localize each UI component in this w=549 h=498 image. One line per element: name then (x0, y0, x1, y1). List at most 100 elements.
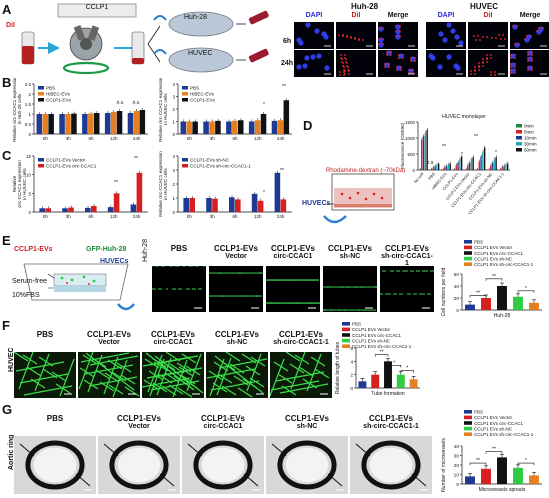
bar (189, 198, 195, 212)
micrograph-a (468, 50, 508, 77)
micrograph-a (294, 22, 334, 49)
aortic-image (350, 436, 432, 494)
x-tick-label: 12h (110, 136, 118, 141)
y-tick-label: 2 (172, 107, 175, 112)
bar (447, 164, 450, 170)
panel-letter-b: B (2, 75, 12, 90)
image-title-line1: CCLP1-EVs (214, 330, 259, 339)
significance-label: ** (492, 447, 496, 453)
image-title-line2: sh-circ-CCAC1-1 (381, 253, 433, 267)
significance-label: ** (380, 350, 384, 356)
bar (459, 159, 461, 170)
y-tick-label: 40 (454, 284, 460, 290)
y-tick-label: 1 (172, 196, 175, 201)
y-axis-label: Fluorescence (OD590) (400, 122, 405, 169)
bar (136, 172, 143, 212)
significance-label: * (406, 366, 408, 372)
y-tick-label: 0 (28, 210, 31, 215)
significance-label: n.s (427, 160, 434, 166)
significance-label: ** (134, 156, 138, 162)
x-tick-label: 3h (66, 136, 72, 141)
row-label-e: Huh-28 (142, 239, 149, 262)
bar (436, 165, 438, 170)
image-title-line2: Vector (98, 339, 120, 346)
y-tick-label: 1 (172, 120, 175, 125)
significance-label: * (263, 102, 265, 108)
legend-swatch (516, 124, 522, 128)
x-axis-label: Huh-28 (494, 313, 511, 319)
bar (493, 159, 496, 170)
bar (271, 120, 278, 134)
y-axis-label: Relative circ-CCAC1 expression (12, 78, 17, 142)
y-tick-label: 0 (412, 168, 415, 173)
image-title-line2: sh-circ-CCAC1-1 (363, 423, 419, 430)
bar (422, 136, 425, 170)
bar (468, 162, 471, 170)
x-tick-label: 3h (210, 214, 216, 219)
significance-label: ** (282, 84, 286, 90)
x-tick-label: 6h (88, 214, 94, 219)
col-label-3: DAPI (437, 12, 455, 19)
image-title-line2: Vector (128, 423, 150, 430)
legend-label: 30min (524, 142, 537, 147)
y-tick-label: 10 (454, 473, 460, 479)
x-tick-label: 24h (133, 136, 141, 141)
bar (478, 161, 480, 170)
bar (235, 199, 241, 212)
migration-image (323, 266, 377, 312)
bar (472, 157, 474, 170)
bar (455, 165, 457, 170)
bar (116, 111, 123, 134)
legend-label: CCLP1 EVs circ-CCAC1 (474, 251, 524, 256)
y-tick-label: 40 (454, 444, 460, 450)
col-label-4: DiI (483, 12, 493, 19)
image-title-line2: Vector (225, 253, 247, 260)
legend-label: CCLP1 EVs sh-circ-CCAC1-1 (352, 344, 412, 349)
bar (490, 165, 492, 170)
significance-label: * (495, 150, 497, 156)
bar (460, 156, 463, 170)
bar (254, 120, 261, 134)
row-label-6h: 6h (283, 38, 292, 45)
bar (465, 476, 475, 484)
legend-swatch (182, 92, 188, 96)
image-title: PBS (14, 414, 96, 423)
bar (130, 204, 137, 212)
y-tick-label: 4 (350, 359, 353, 365)
bar (48, 114, 54, 134)
image-title-line1: CCLP1-EVs (270, 244, 315, 253)
y-tick-label: 0 (172, 210, 175, 215)
y-tick-label: 15 (26, 154, 32, 159)
bar (104, 113, 111, 134)
panel-a-schematic (21, 3, 269, 75)
legend-label: PBS (474, 240, 483, 245)
huvecs-label-e: HUVECs (100, 258, 129, 265)
bar (437, 163, 440, 170)
bar (501, 167, 503, 170)
legend-label: CCLP1 EVs sh-NC (474, 426, 513, 431)
row-label-24h: 24h (281, 60, 294, 67)
legend-swatch (464, 256, 472, 261)
migration-image (209, 266, 263, 312)
rhodamine-label: Rhodamine-dextran (~70kDa) (326, 168, 406, 174)
bar (470, 159, 473, 170)
y-axis-label: Relative length of tubes (335, 341, 341, 394)
bar (371, 374, 380, 388)
legend-label: CCLP1-EVs sh-NC (190, 158, 230, 163)
significance-label: ** (280, 168, 284, 174)
bar (283, 100, 290, 134)
y-tick-label: 1500 (405, 120, 416, 125)
legend-swatch (464, 410, 472, 414)
bar (482, 152, 484, 170)
legend-label: HiBEC-EVs (46, 92, 70, 97)
micrograph-a (426, 50, 466, 77)
legend-label: PBS (352, 322, 361, 327)
aortic-image (266, 436, 348, 494)
bar (68, 207, 74, 212)
legend-swatch (464, 415, 472, 420)
y-axis-label: Relative (12, 175, 17, 192)
